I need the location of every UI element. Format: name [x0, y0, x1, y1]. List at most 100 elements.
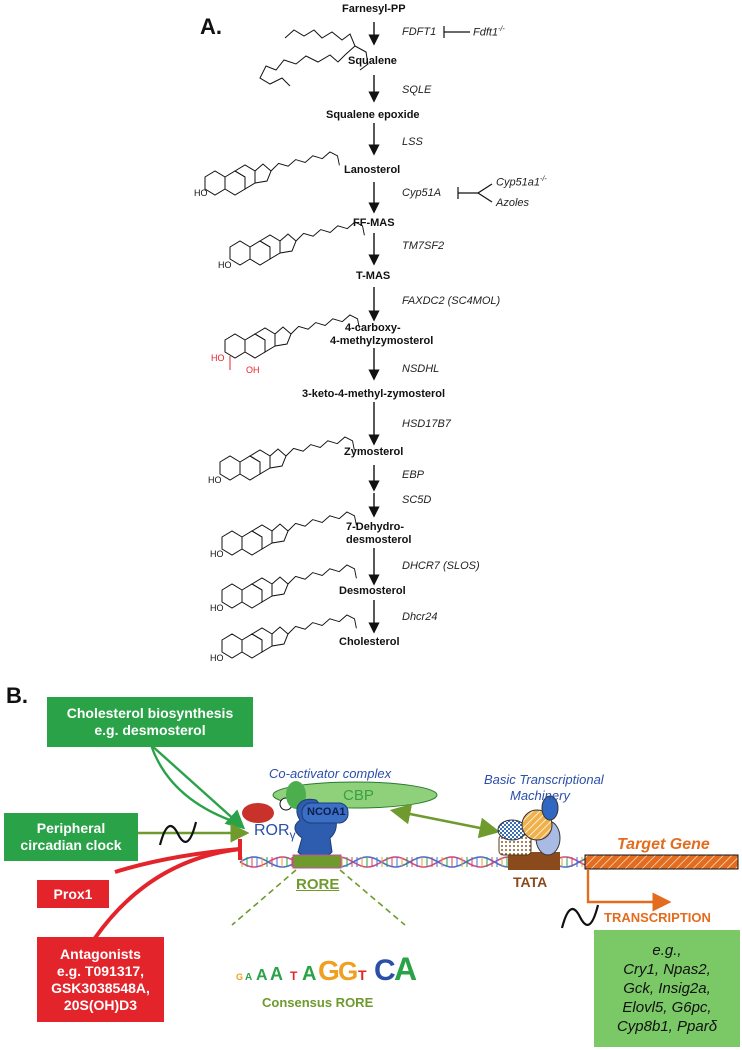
- cbp-tata-arrow: [389, 803, 501, 839]
- rore-dash-right: [339, 869, 406, 926]
- tata-label: TATA: [513, 874, 548, 890]
- cbp-label: CBP: [343, 787, 374, 804]
- squalene-epoxide-label: Squalene epoxide: [326, 109, 420, 121]
- cholesterol-biosynthesis-box: Cholesterol biosynthesis e.g. desmostero…: [47, 697, 253, 747]
- antag-inhibition: [93, 847, 241, 940]
- lanosterol-label: Lanosterol: [344, 164, 401, 176]
- tmas-label: T-MAS: [356, 270, 391, 282]
- inhibition-lines: [443, 26, 493, 203]
- machinery-darkblue: [541, 795, 559, 821]
- target-gene-bar: [584, 854, 739, 870]
- antag-line-2: e.g. T091317,: [56, 962, 145, 979]
- sqle-label: SQLE: [402, 84, 432, 96]
- logo-letter: T: [290, 969, 298, 983]
- dehydrodesmosterol-structure: [221, 511, 357, 556]
- circadian-clock-box: Peripheral circadian clock: [4, 813, 138, 861]
- cholesterol-structure: [221, 614, 357, 659]
- ho-zymosterol: HO: [208, 475, 222, 485]
- ncoa1-label: NCOA1: [307, 806, 346, 818]
- zymosterol-structure: [219, 436, 355, 481]
- rore-site: [292, 854, 342, 869]
- hsd17b7-label: HSD17B7: [402, 418, 451, 430]
- ho-dehydro: HO: [210, 549, 224, 559]
- transcription-arrow: [586, 870, 672, 912]
- panel-a-label: A.: [200, 14, 222, 39]
- panel-b-label: B.: [6, 683, 28, 708]
- ffmas-label: FF-MAS: [353, 217, 395, 229]
- dehydro-label-1: 7-Dehydro-: [346, 521, 405, 533]
- logo-letter: A: [245, 972, 252, 983]
- logo-letter: C: [374, 954, 396, 987]
- basic-label-2: Machinery: [510, 788, 570, 803]
- fdft1-label: FDFT1: [402, 26, 437, 38]
- transcription-label: TRANSCRIPTION: [604, 910, 711, 925]
- antag-line-1: Antagonists: [60, 945, 141, 962]
- carboxy-structure: [224, 314, 360, 370]
- antag-line-3: GSK3038548A,: [51, 979, 150, 996]
- squalene-label: Squalene: [348, 55, 397, 67]
- desmosterol-label: Desmosterol: [339, 585, 406, 597]
- farnesyl-label: Farnesyl-PP: [342, 3, 406, 15]
- zymosterol-label: Zymosterol: [344, 446, 404, 458]
- chol-arrow: [150, 744, 246, 830]
- chol-line-1: Cholesterol biosynthesis: [66, 705, 234, 721]
- ncoa1-box: [301, 802, 349, 824]
- cyp51a-label: Cyp51A: [402, 187, 442, 199]
- dhcr7-label: DHCR7 (SLOS): [402, 560, 480, 572]
- ho-carboxy: HO: [211, 353, 225, 363]
- clock-line-2: circadian clock: [20, 837, 122, 853]
- antagonists-box: Antagonists e.g. T091317, GSK3038548A, 2…: [37, 937, 164, 1022]
- azoles-label: Azoles: [496, 197, 530, 209]
- ho-lanosterol: HO: [194, 188, 208, 198]
- logo-letter: G: [318, 955, 340, 986]
- logo-letter: A: [270, 964, 283, 984]
- oh-carboxy: OH: [246, 365, 260, 375]
- logo-letter: A: [256, 967, 268, 984]
- rore-dash-left: [231, 869, 297, 926]
- fdft1-ko-label: Fdft1-/-: [473, 26, 505, 39]
- chol-arrow-curve: [149, 744, 239, 825]
- chol-line-2: e.g. desmosterol: [94, 722, 206, 738]
- ror-label: RORγ: [254, 822, 296, 843]
- consensus-label: Consensus RORE: [262, 995, 374, 1010]
- rore-label: RORE: [296, 876, 340, 893]
- gene-line: e.g.,: [652, 942, 682, 959]
- ffmas-structure: [229, 221, 365, 266]
- gene-line: Gck, Insig2a,: [623, 980, 711, 997]
- cyp51-ko-label: Cyp51a1-/-: [496, 176, 547, 189]
- logo-letter: A: [302, 963, 316, 985]
- carboxy-label-1: 4-carboxy-: [345, 322, 401, 334]
- nsdhl-label: NSDHL: [402, 363, 440, 375]
- red-cofactor: [242, 803, 274, 823]
- logo-letter: G: [338, 956, 358, 986]
- squalene-structure: [259, 29, 369, 87]
- prox1-label: Prox1: [53, 885, 93, 902]
- prox1-box: Prox1: [37, 880, 109, 908]
- cholesterol-label: Cholesterol: [339, 636, 400, 648]
- logo-letter: A: [394, 951, 417, 987]
- wave-icon: [158, 821, 198, 846]
- ho-desmosterol: HO: [210, 603, 224, 613]
- lanosterol-structure: [204, 151, 340, 196]
- ho-ffmas: HO: [218, 260, 232, 270]
- transcript-wave-icon: [560, 904, 600, 929]
- tata-box: [508, 852, 560, 870]
- tm7sf2-label: TM7SF2: [402, 240, 445, 252]
- carboxy-label-2: 4-methylzymosterol: [330, 335, 434, 347]
- antag-line-4: 20S(OH)D3: [63, 996, 138, 1013]
- ho-cholesterol: HO: [210, 653, 224, 663]
- basic-label-1: Basic Transcriptional: [484, 772, 604, 787]
- dhcr24-label: Dhcr24: [402, 611, 438, 623]
- gene-line: Cry1, Npas2,: [623, 961, 711, 978]
- faxdc2-label: FAXDC2 (SC4MOL): [402, 295, 501, 307]
- target-gene-label: Target Gene: [617, 836, 710, 853]
- gene-line: Cyp8b1, Pparδ: [616, 1018, 718, 1035]
- genes-box: e.g.,Cry1, Npas2,Gck, Insig2a,Elovl5, G6…: [594, 930, 740, 1047]
- coactivator-label: Co-activator complex: [269, 766, 392, 781]
- lss-label: LSS: [402, 136, 423, 148]
- dehydro-label-2: desmosterol: [346, 534, 412, 546]
- keto-label: 3-keto-4-methyl-zymosterol: [302, 388, 446, 400]
